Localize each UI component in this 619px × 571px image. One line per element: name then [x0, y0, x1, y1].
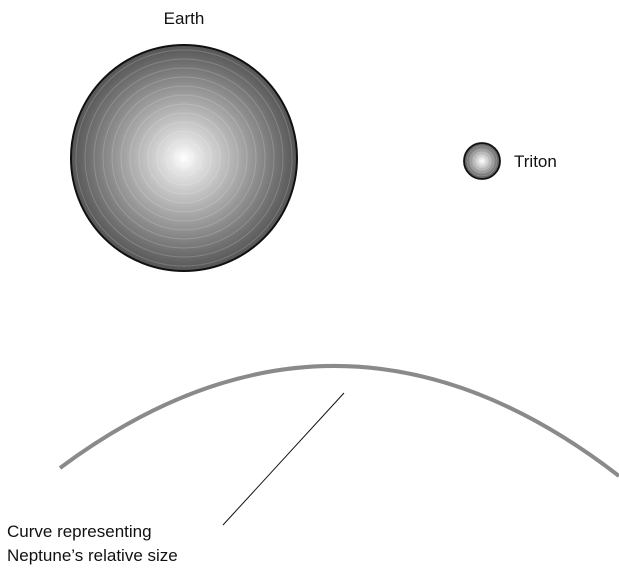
triton-shading-rings	[466, 145, 498, 177]
shading-ring	[93, 67, 275, 249]
earth-label: Earth	[164, 9, 205, 28]
neptune-caption-line-1: Curve representing	[7, 522, 152, 541]
triton-sphere	[463, 142, 501, 180]
shading-ring	[120, 94, 248, 222]
shading-ring	[478, 157, 486, 165]
shading-ring	[84, 58, 284, 258]
shading-ring	[469, 148, 495, 174]
neptune-leader-line	[222, 392, 345, 526]
shading-ring	[174, 148, 194, 168]
shading-ring	[475, 154, 489, 168]
shading-ring	[472, 151, 492, 171]
shading-ring	[129, 103, 239, 213]
shading-ring	[111, 85, 257, 231]
earth-sphere	[70, 44, 298, 272]
earth-shading-rings	[75, 49, 293, 267]
neptune-caption-line-2: Neptune’s relative size	[7, 546, 178, 565]
triton-label: Triton	[514, 152, 557, 171]
shading-ring	[165, 139, 203, 177]
shading-ring	[156, 130, 212, 186]
shading-ring	[466, 145, 498, 177]
shading-ring	[147, 121, 221, 195]
neptune-curve	[58, 364, 619, 478]
shading-ring	[75, 49, 293, 267]
shading-ring	[138, 112, 230, 204]
shading-ring	[102, 76, 266, 240]
